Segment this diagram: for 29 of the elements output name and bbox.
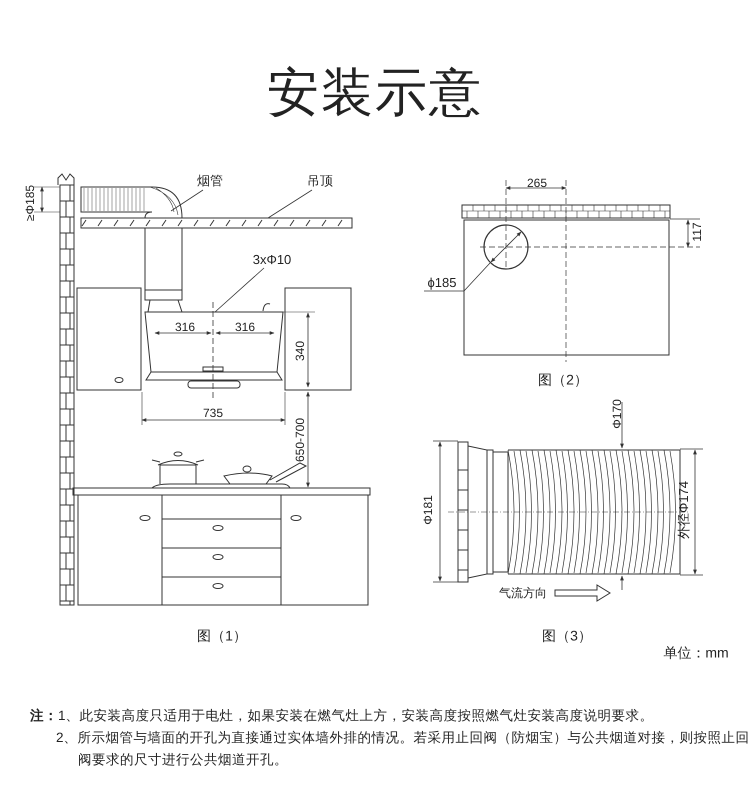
dimension-label: Φ181	[420, 495, 436, 525]
dimension-label: Φ170	[610, 399, 624, 429]
figure-caption: 单位：mm	[663, 644, 729, 662]
figure-caption: 图（1）	[197, 628, 247, 644]
leader-line	[170, 190, 204, 212]
leader-label: 烟管	[197, 173, 223, 189]
dimension-label: ≥Φ185	[22, 184, 38, 222]
dimension-label: 735	[202, 406, 224, 420]
leader-label: 吊顶	[307, 173, 333, 189]
leader-line	[424, 262, 490, 292]
figure-caption: 图（3）	[542, 628, 592, 644]
dimension-label: 265	[526, 176, 548, 190]
dimension-label: 316	[174, 320, 196, 334]
note-text: 2、所示烟管与墙面的开孔为直接通过实体墙外排的情况。若采用止回阀（防烟宝）与公共烟道对接，则按照止回阀要求的尺寸进行公共烟道开孔。	[56, 729, 750, 769]
leader-line	[268, 190, 312, 218]
figure-caption: 外径Φ174	[676, 480, 692, 540]
title: 安装示意	[266, 63, 484, 124]
leader-label: 3xΦ10	[252, 252, 292, 268]
leader-label: ϕ185	[428, 275, 456, 291]
dimension-label: 650-700	[292, 418, 308, 462]
leader-line	[214, 268, 264, 312]
dimension-label: 316	[234, 320, 256, 334]
dimension-label: 气流方向	[499, 586, 547, 600]
dimension-label: 117	[690, 222, 704, 242]
note-text: 注：1、此安装高度只适用于电灶，如果安装在燃气灶上方，安装高度按照燃气灶安装高度说明要求。	[30, 707, 655, 725]
suspended-ceiling	[80, 218, 352, 228]
duct-hole	[483, 224, 529, 270]
figure-caption: 图（2）	[538, 372, 588, 388]
dimension-label: 340	[292, 340, 308, 362]
